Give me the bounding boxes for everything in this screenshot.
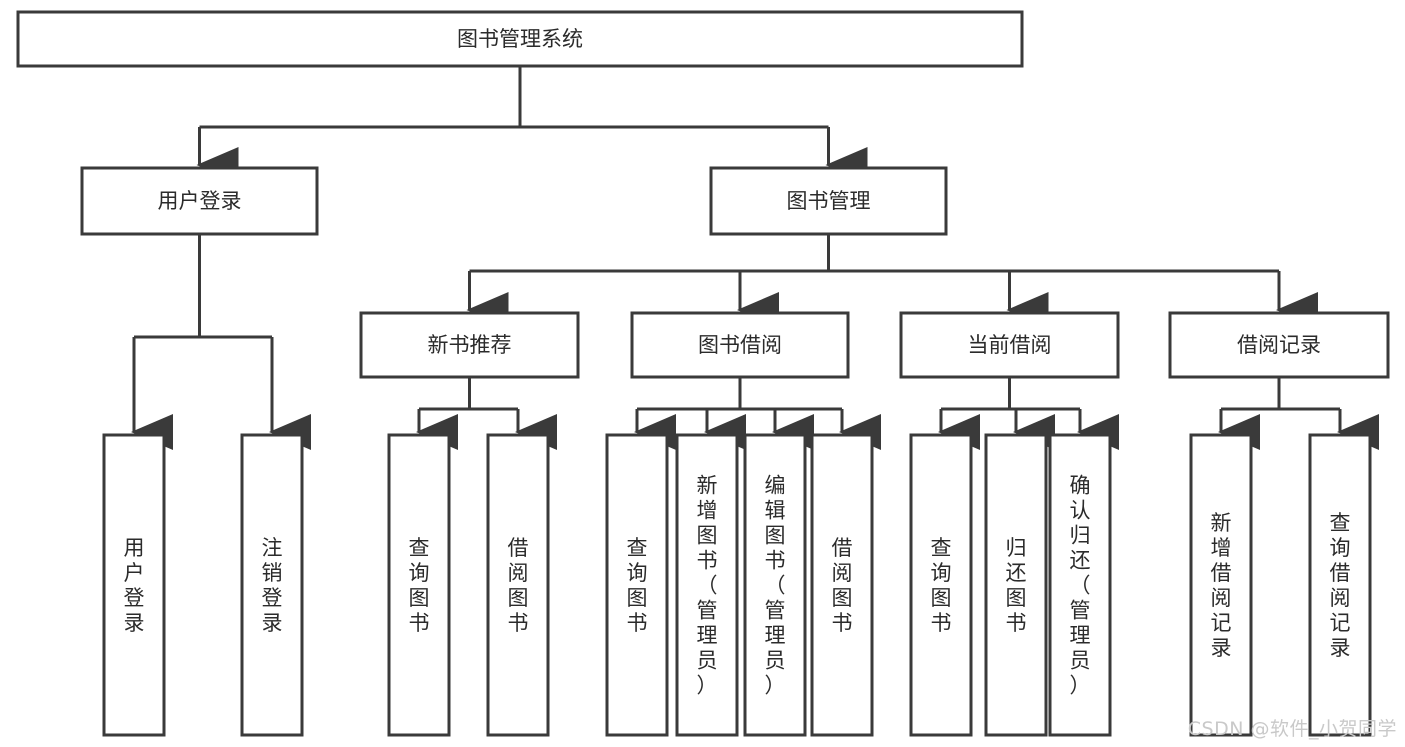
node-book-borrow[interactable]: 图书借阅 (630, 311, 850, 379)
node-new-book-recommend-label: 新书推荐 (428, 333, 512, 357)
node-leaf-edit-book-admin-label: 编辑图书（管理员） (765, 474, 786, 698)
node-leaf-query-book-1-box (387, 433, 451, 737)
node-root[interactable]: 图书管理系统 (16, 10, 1024, 68)
node-book-manage-label: 图书管理 (787, 189, 871, 213)
node-borrow-record[interactable]: 借阅记录 (1168, 311, 1390, 379)
node-current-borrow-box (899, 311, 1120, 379)
node-leaf-query-book-2-label: 查询图书 (627, 536, 648, 635)
node-leaf-return-book-label: 归还图书 (1006, 536, 1027, 635)
node-leaf-add-borrow-record-box (1189, 433, 1253, 737)
node-leaf-user-login-label: 用户登录 (124, 536, 145, 635)
node-leaf-borrow-book-1-box (486, 433, 550, 737)
node-leaf-query-book-1[interactable]: 查询图书 (387, 433, 451, 737)
node-leaf-user-login[interactable]: 用户登录 (102, 433, 166, 737)
node-current-borrow-label: 当前借阅 (968, 333, 1052, 357)
node-layer: 图书管理系统用户登录图书管理新书推荐图书借阅当前借阅借阅记录用户登录注销登录查询… (16, 10, 1390, 737)
node-leaf-add-borrow-record[interactable]: 新增借阅记录 (1189, 433, 1253, 737)
node-leaf-query-book-2-box (605, 433, 669, 737)
node-new-book-recommend[interactable]: 新书推荐 (359, 311, 580, 379)
node-leaf-query-book-3-box (909, 433, 973, 737)
node-leaf-edit-book-admin[interactable]: 编辑图书（管理员） (743, 433, 807, 737)
node-user-login-label: 用户登录 (158, 189, 242, 213)
node-leaf-add-book-admin-box (675, 433, 739, 737)
node-leaf-query-borrow-record-box (1308, 433, 1372, 737)
node-root-box (16, 10, 1024, 68)
node-leaf-user-logout-label: 注销登录 (262, 536, 283, 635)
node-leaf-add-book-admin-label: 新增图书（管理员） (697, 474, 718, 698)
node-borrow-record-label: 借阅记录 (1237, 333, 1321, 357)
node-leaf-query-book-1-label: 查询图书 (409, 536, 430, 635)
node-book-borrow-label: 图书借阅 (698, 333, 782, 357)
node-leaf-user-logout-box (240, 433, 304, 737)
node-leaf-confirm-return-admin[interactable]: 确认归还（管理员） (1048, 433, 1112, 737)
node-root-label: 图书管理系统 (457, 27, 583, 51)
node-leaf-query-book-3-label: 查询图书 (931, 536, 952, 635)
node-user-login[interactable]: 用户登录 (80, 166, 319, 236)
node-leaf-query-borrow-record-label: 查询借阅记录 (1330, 511, 1351, 660)
node-leaf-borrow-book-2[interactable]: 借阅图书 (810, 433, 874, 737)
node-book-manage[interactable]: 图书管理 (709, 166, 948, 236)
node-borrow-record-box (1168, 311, 1390, 379)
node-user-login-box (80, 166, 319, 236)
node-new-book-recommend-box (359, 311, 580, 379)
node-leaf-confirm-return-admin-label: 确认归还（管理员） (1070, 474, 1091, 698)
node-leaf-add-book-admin[interactable]: 新增图书（管理员） (675, 433, 739, 737)
node-leaf-query-book-2[interactable]: 查询图书 (605, 433, 669, 737)
node-leaf-add-borrow-record-label: 新增借阅记录 (1211, 511, 1232, 660)
node-leaf-return-book[interactable]: 归还图书 (984, 433, 1048, 737)
csdn-watermark: CSDN @软件_小贺同学 (1187, 718, 1397, 740)
node-leaf-edit-book-admin-box (743, 433, 807, 737)
node-leaf-borrow-book-1[interactable]: 借阅图书 (486, 433, 550, 737)
node-leaf-confirm-return-admin-box (1048, 433, 1112, 737)
node-book-borrow-box (630, 311, 850, 379)
node-leaf-borrow-book-1-label: 借阅图书 (508, 536, 529, 635)
connector-layer (131, 66, 1379, 450)
node-leaf-return-book-box (984, 433, 1048, 737)
node-leaf-query-borrow-record[interactable]: 查询借阅记录 (1308, 433, 1372, 737)
node-leaf-borrow-book-2-label: 借阅图书 (832, 536, 853, 635)
node-leaf-user-login-box (102, 433, 166, 737)
node-book-manage-box (709, 166, 948, 236)
node-leaf-query-book-3[interactable]: 查询图书 (909, 433, 973, 737)
node-leaf-user-logout[interactable]: 注销登录 (240, 433, 304, 737)
node-current-borrow[interactable]: 当前借阅 (899, 311, 1120, 379)
node-leaf-borrow-book-2-box (810, 433, 874, 737)
